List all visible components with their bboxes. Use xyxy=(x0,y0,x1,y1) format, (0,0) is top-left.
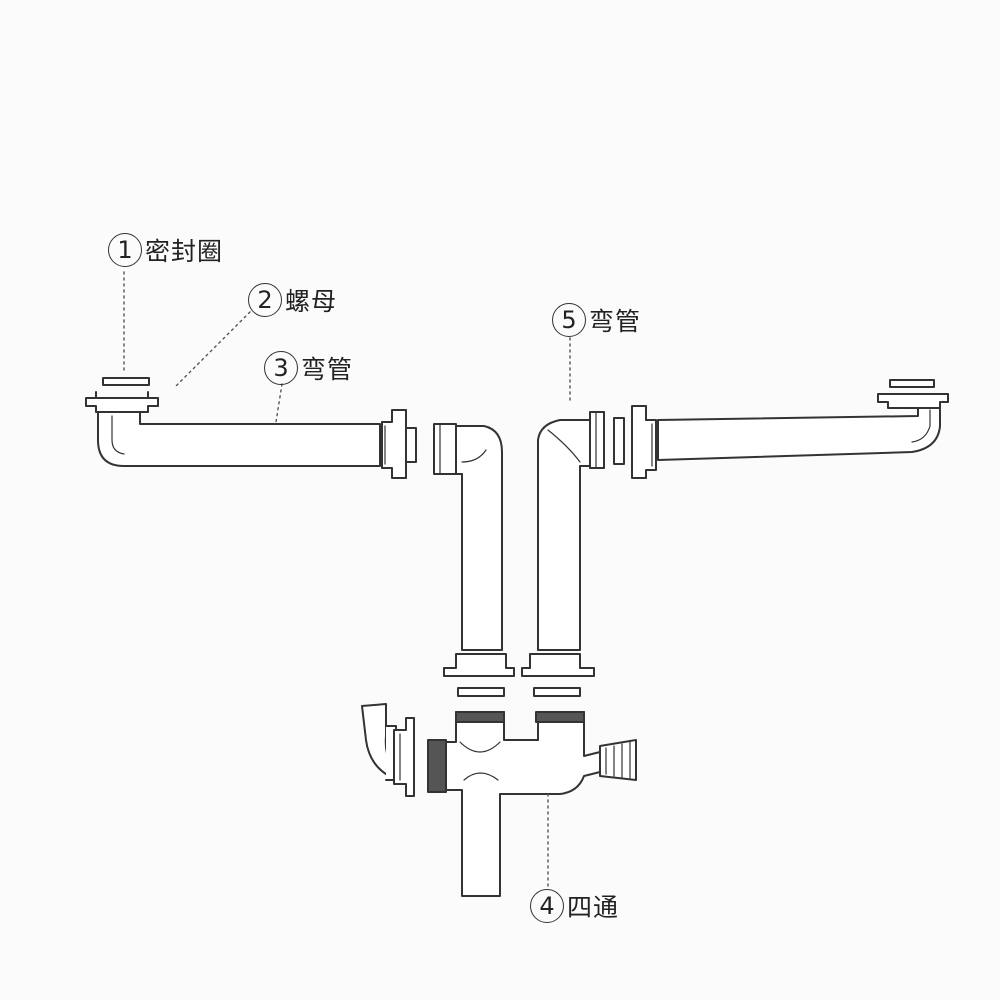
callout-number: 2 xyxy=(248,283,282,317)
leader-elbow-left xyxy=(275,383,283,423)
leader-lines xyxy=(123,271,571,887)
callout-cross-fitting: 4 四通 xyxy=(530,888,619,924)
callout-nut: 2 螺母 xyxy=(248,282,337,318)
right-drain-flange xyxy=(877,393,949,409)
right-seal-ring xyxy=(889,379,935,388)
leader-nut xyxy=(175,311,251,387)
right-coupling-nut xyxy=(631,405,657,479)
right-vertical-elbow xyxy=(537,411,605,651)
left-seal-ring xyxy=(102,377,150,386)
left-drain-pipe xyxy=(85,377,417,479)
right-drain-pipe xyxy=(613,379,949,479)
left-drain-flange xyxy=(85,397,159,413)
cross-fitting-body xyxy=(427,711,637,897)
right-bend-pipe xyxy=(657,405,941,461)
callout-text: 密封圈 xyxy=(145,237,224,266)
callout-text: 弯管 xyxy=(589,307,642,336)
callout-number: 4 xyxy=(530,889,564,923)
callout-number: 3 xyxy=(264,351,298,385)
callout-text: 螺母 xyxy=(285,287,338,316)
callout-number: 1 xyxy=(108,233,142,267)
callout-number: 5 xyxy=(552,303,586,337)
callout-elbow-left: 3 弯管 xyxy=(264,350,353,386)
lower-nuts xyxy=(443,653,595,697)
left-bend-pipe xyxy=(97,411,381,467)
callout-seal-ring: 1 密封圈 xyxy=(108,232,223,268)
left-vertical-elbow xyxy=(433,423,503,651)
side-connector xyxy=(361,703,415,797)
left-coupling-nut xyxy=(381,409,407,479)
callout-elbow-right: 5 弯管 xyxy=(552,302,641,338)
callout-text: 弯管 xyxy=(301,355,354,384)
callout-text: 四通 xyxy=(567,893,620,922)
